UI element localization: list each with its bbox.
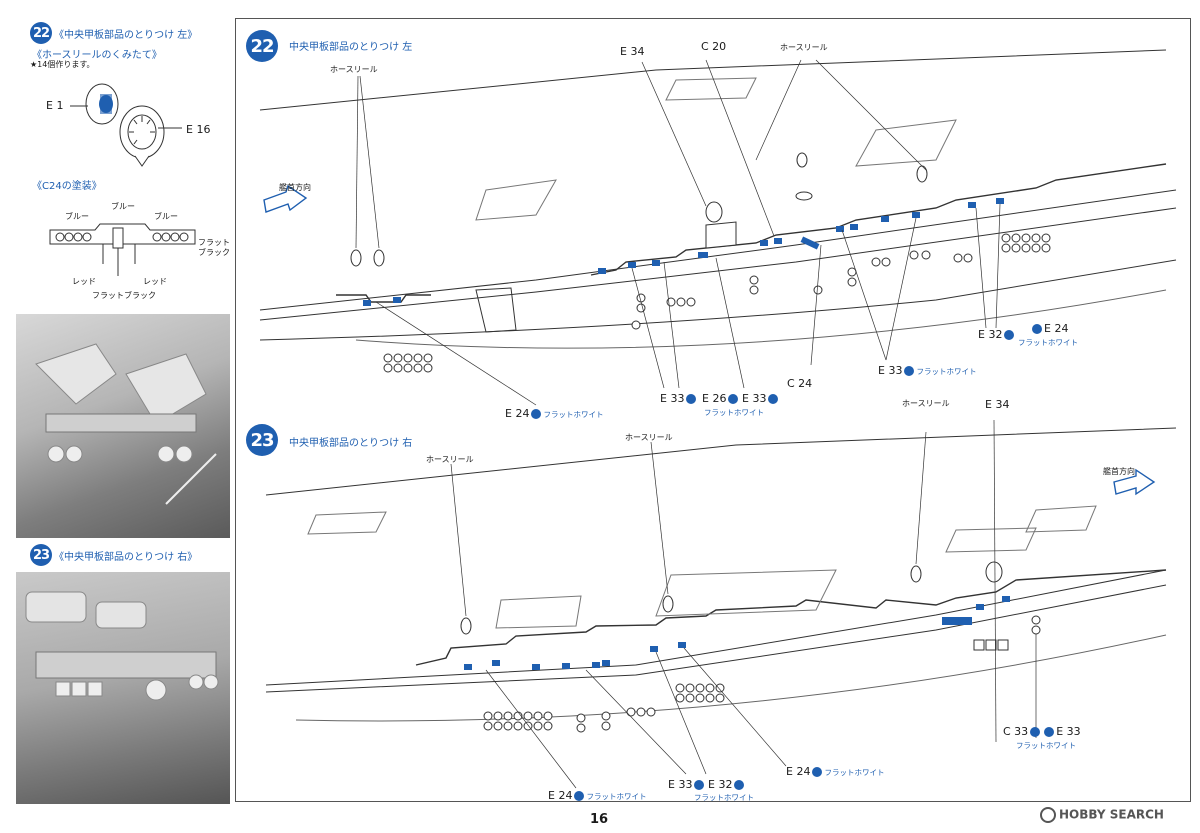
c24-paint-diagram	[49, 223, 196, 276]
paint-icon	[768, 394, 779, 404]
diagram22-e32-label: E 32	[978, 328, 1016, 341]
diagram22-bow-direction: 艦首方向	[279, 183, 311, 192]
paint-icon	[1044, 727, 1055, 737]
diagram22-e26-paint: フラットホワイト	[704, 408, 764, 417]
c24-blue-right-label: ブルー	[154, 212, 178, 221]
c24-flat-black-bottom-label: フラットブラック	[92, 291, 156, 300]
paint-icon	[904, 366, 915, 376]
diagram22-c24-label: C 24	[787, 377, 813, 390]
instruction-frame	[235, 18, 1191, 802]
paint-icon	[734, 780, 745, 790]
diagram22-c20-label: C 20	[701, 40, 727, 53]
diagram22-e33-a-label: E 33	[660, 392, 698, 405]
diagram22-hose-reel-left: ホースリール	[330, 65, 378, 74]
diagram22-badge: 22	[246, 30, 278, 62]
part-e1-label: E 1	[46, 99, 64, 112]
diagram22-e24-right-paint: フラットホワイト	[1018, 338, 1078, 347]
diagram22-deck-drawing	[259, 49, 1177, 406]
diagram23-c33-paint: フラットホワイト	[1016, 741, 1076, 750]
hose-reel-assembly-title: 《ホースリールのくみたて》	[32, 50, 162, 61]
diagram23-e32-label: E 32	[708, 778, 746, 791]
paint-icon	[1004, 330, 1015, 340]
diagram22-e26-label: E 26	[702, 392, 740, 405]
hose-reel-assembly-drawing	[70, 83, 182, 167]
step22-reference-photo	[16, 314, 230, 538]
diagram23-hose-reel-left: ホースリール	[426, 455, 474, 464]
step22-badge: 22	[30, 22, 52, 44]
step22-side-title: 《中央甲板部品のとりつけ 左》	[54, 30, 198, 41]
part-e16-label: E 16	[186, 123, 211, 136]
diagram23-hose-reel-mid: ホースリール	[625, 433, 673, 442]
diagram23-e33-e32-paint: フラットホワイト	[694, 793, 754, 802]
c24-red-left-label: レッド	[72, 277, 96, 286]
step23-badge: 23	[30, 544, 52, 566]
diagram22-e24-right-label: E 24	[1030, 322, 1068, 335]
step23-reference-photo	[16, 572, 230, 804]
watermark: HOBBY SEARCH	[1040, 807, 1164, 823]
diagram23-bow-direction: 艦首方向	[1103, 467, 1135, 476]
c24-blue-mid-label: ブルー	[111, 202, 135, 211]
diagram23-e34-label: E 34	[985, 398, 1010, 411]
diagram23-hose-reel-right: ホースリール	[902, 399, 950, 408]
paint-icon	[686, 394, 697, 404]
c24-red-right-label: レッド	[143, 277, 167, 286]
paint-icon	[1030, 727, 1041, 737]
page-number: 16	[590, 812, 609, 827]
diagram22-hose-reel-right: ホースリール	[780, 43, 828, 52]
c24-blue-left-label: ブルー	[65, 212, 89, 221]
c24-flat-black-label: フラット ブラック	[198, 238, 230, 257]
step23-side-title: 《中央甲板部品のとりつけ 右》	[54, 552, 198, 563]
diagram23-title: 中央甲板部品のとりつけ 右	[289, 438, 413, 449]
diagram22-e34-label: E 34	[620, 45, 645, 58]
diagram23-e33-label: E 33	[668, 778, 706, 791]
hose-reel-count-note: ★14個作ります。	[30, 60, 95, 69]
paint-icon	[1032, 324, 1042, 334]
diagram22-e33-b-label: E 33	[742, 392, 780, 405]
c24-paint-title: 《C24の塗装》	[32, 181, 102, 192]
flat-white-paint-icon	[531, 409, 542, 419]
diagram23-deck-drawing	[265, 420, 1177, 789]
paint-icon	[574, 791, 585, 801]
watermark-logo-icon	[1040, 807, 1056, 823]
paint-icon	[728, 394, 739, 404]
diagram23-badge: 23	[246, 424, 278, 456]
paint-icon	[694, 780, 705, 790]
diagram22-title: 中央甲板部品のとりつけ 左	[289, 42, 413, 53]
paint-icon	[812, 767, 823, 777]
